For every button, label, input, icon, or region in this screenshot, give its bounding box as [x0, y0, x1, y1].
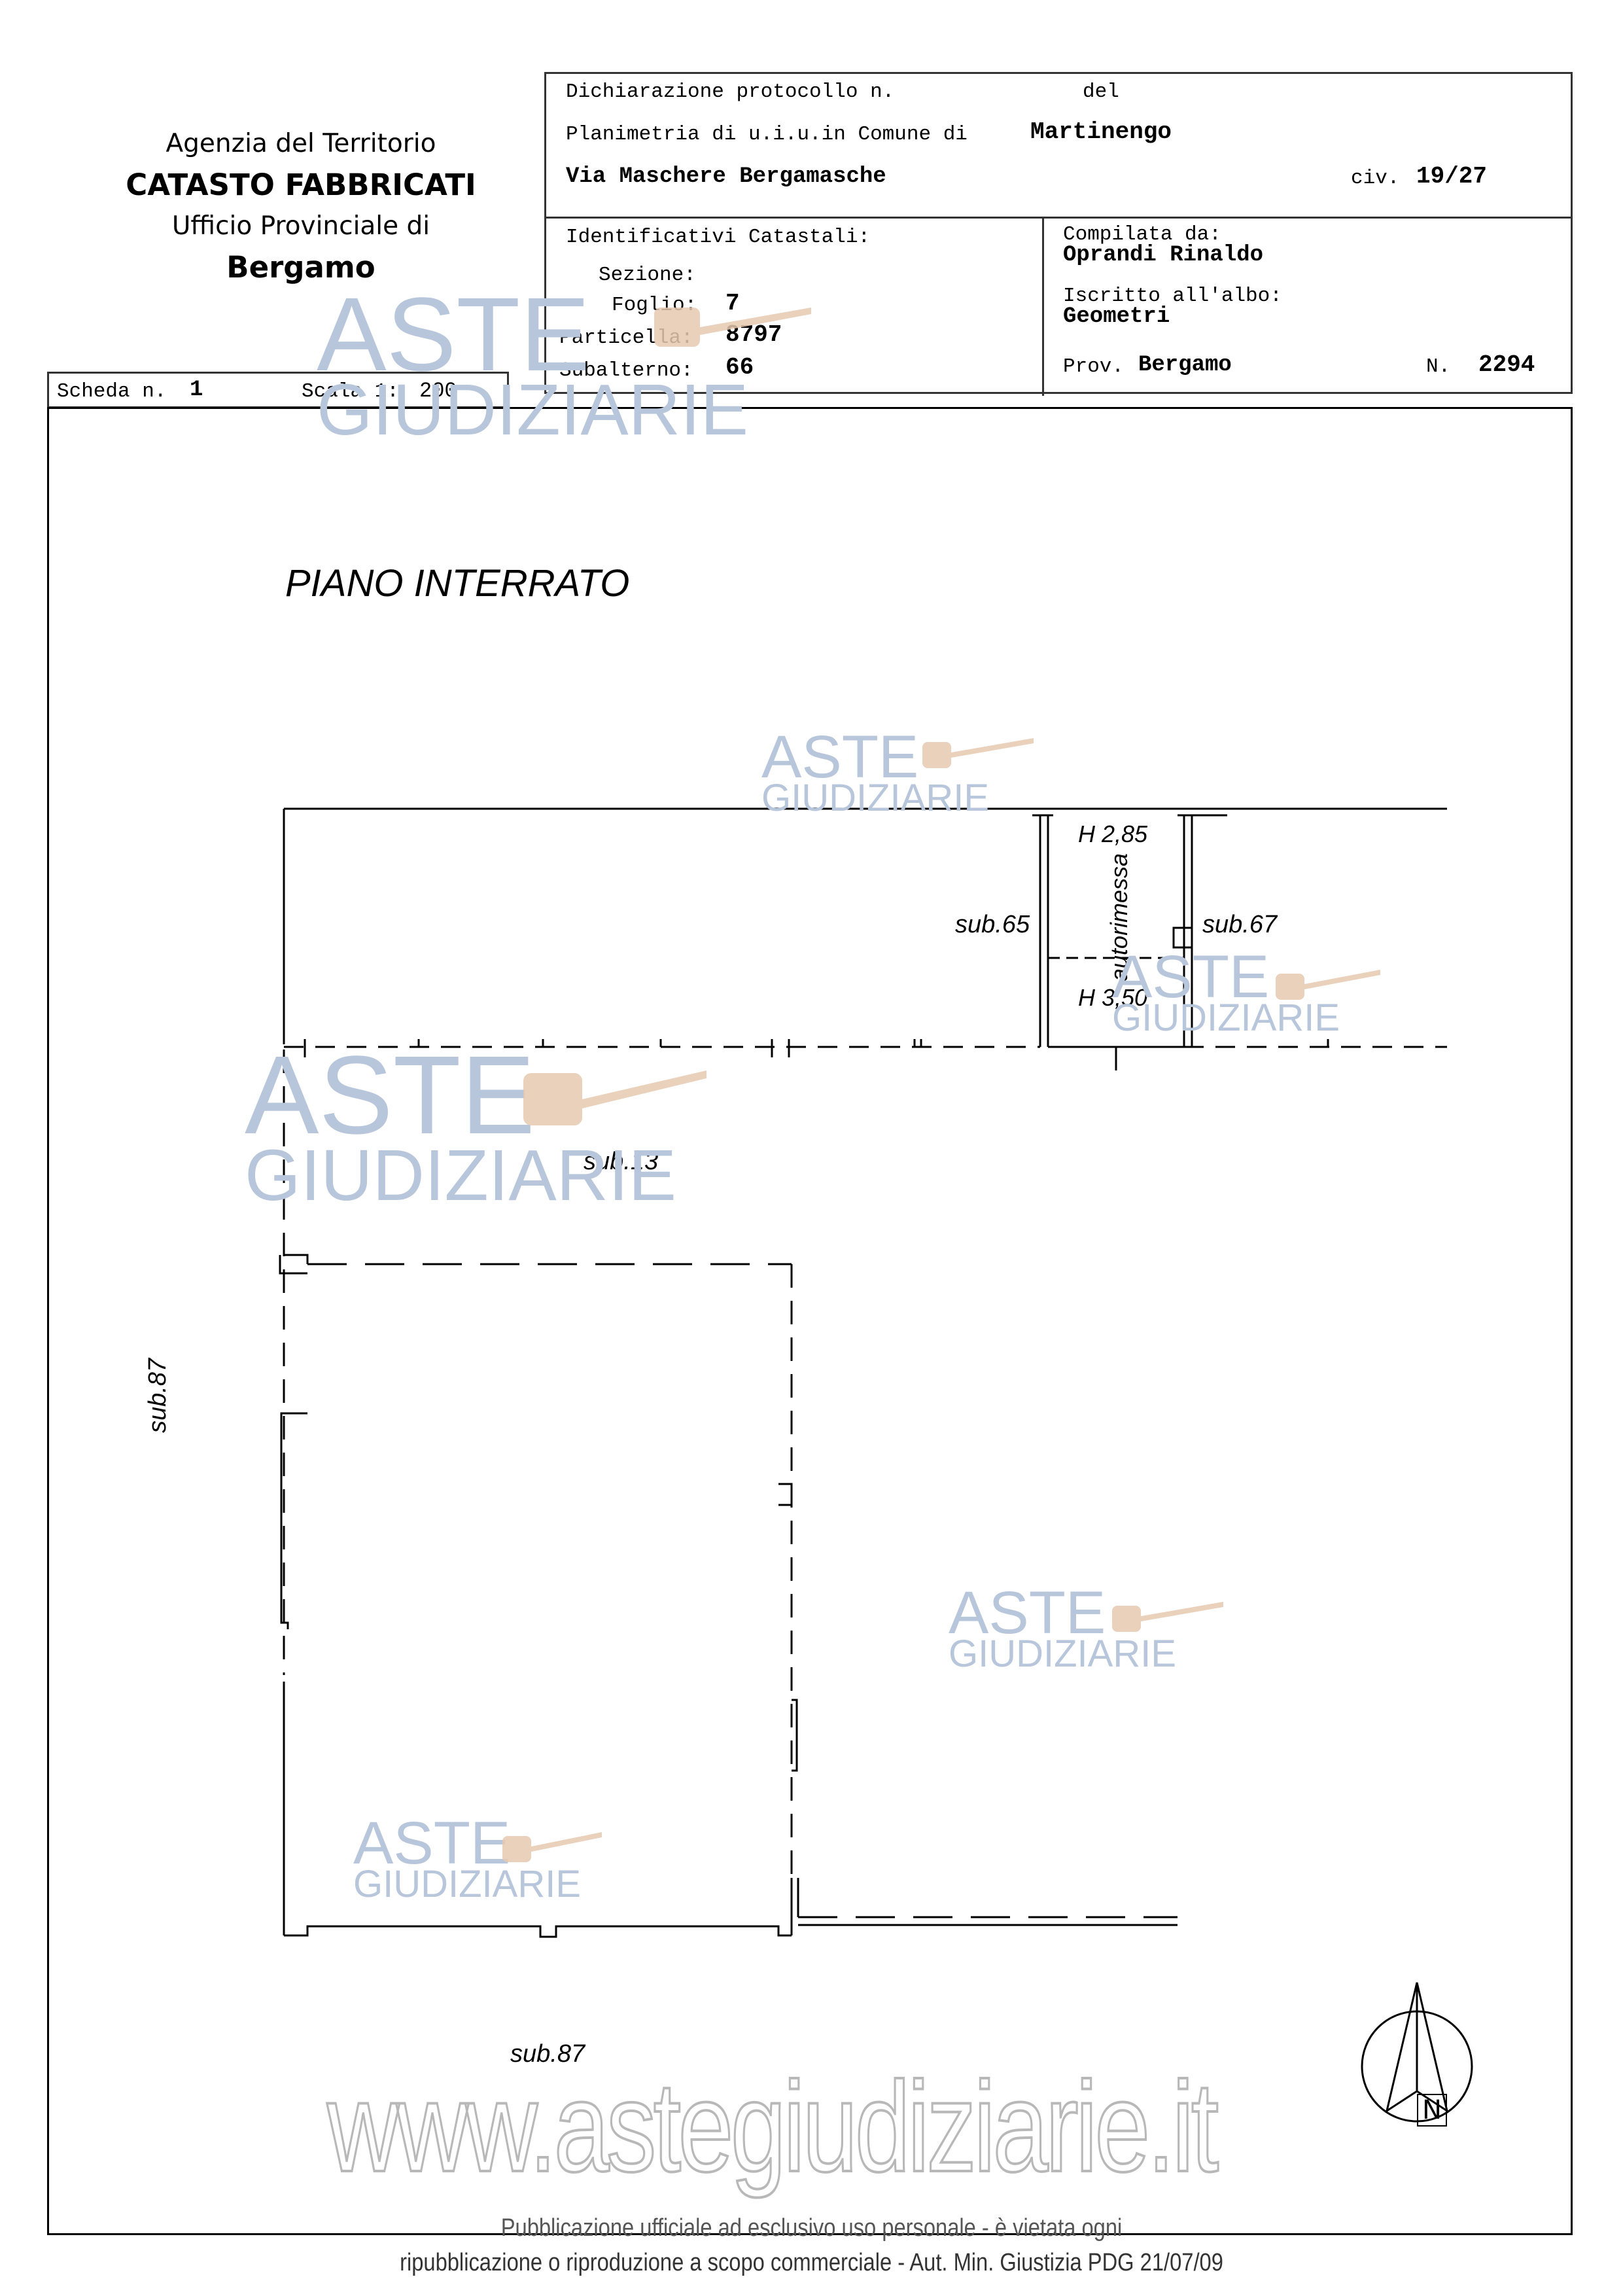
- gavel-handle: [1141, 1602, 1223, 1621]
- watermark-aste: ASTE: [949, 1580, 1106, 1646]
- n-label: N.: [1426, 355, 1451, 378]
- ufficio-label: Ufficio Provinciale di: [171, 211, 430, 241]
- sub13-label: sub.13: [584, 1148, 659, 1175]
- watermark-logo-left: ASTE GIUDIZIARIE: [245, 1033, 677, 1216]
- watermark-logo-top: ASTE GIUDIZIARIE: [317, 275, 749, 450]
- watermark-giudiziarie: GIUDIZIARIE: [1112, 997, 1340, 1039]
- watermark-logo-mid: ASTE GIUDIZIARIE: [761, 724, 1089, 819]
- watermark-logo-bottom: ASTE GIUDIZIARIE: [353, 1810, 628, 1905]
- footer: Pubblicazione ufficiale ad esclusivo uso…: [0, 2212, 1623, 2281]
- wall-right-bumps: [778, 1483, 798, 1772]
- corner-jog: [279, 1254, 309, 1275]
- catasto-title: CATASTO FABBRICATI: [126, 168, 476, 202]
- header-vertical-divider: [1042, 217, 1044, 396]
- gavel-head: [502, 1836, 531, 1862]
- gavel-handle: [1304, 970, 1380, 989]
- scala-value: 200: [419, 379, 457, 403]
- n-value: 2294: [1478, 351, 1535, 378]
- height-top: H 2,85: [1078, 821, 1148, 847]
- north-letter: N: [1417, 2094, 1447, 2127]
- compilata-value: Oprandi Rinaldo: [1063, 243, 1264, 268]
- watermark-aste: ASTE: [317, 275, 590, 393]
- footer-line-1: Pubblicazione ufficiale ad esclusivo uso…: [500, 2214, 1123, 2242]
- watermark-aste: ASTE: [353, 1810, 511, 1877]
- subalterno-label: Subalterno:: [559, 359, 693, 382]
- footer-line-2: ripubblicazione o riproduzione a scopo c…: [400, 2249, 1223, 2276]
- watermark-aste: ASTE: [761, 724, 919, 790]
- protocol-del: del: [1083, 80, 1119, 103]
- gavel-head: [523, 1073, 582, 1125]
- watermark-giudiziarie: GIUDIZIARIE: [949, 1633, 1177, 1675]
- protocol-label: Dichiarazione protocollo n.: [566, 80, 895, 103]
- watermark-aste: ASTE: [1112, 944, 1270, 1010]
- subalterno-value: 66: [725, 354, 754, 381]
- height-bottom: H 3,50: [1078, 984, 1148, 1011]
- prov-value: Bergamo: [1138, 353, 1232, 378]
- albo-value: Geometri: [1063, 304, 1170, 329]
- wall-left-lower: [280, 1412, 307, 1935]
- tick-marks: [304, 1039, 1329, 1057]
- comune-value: Martinengo: [1030, 118, 1172, 145]
- watermark-logo-center: ASTE GIUDIZIARIE: [949, 1580, 1243, 1675]
- gavel-head: [654, 308, 700, 347]
- ufficio-city: Bergamo: [226, 250, 375, 285]
- watermark-giudiziarie: GIUDIZIARIE: [761, 777, 990, 819]
- prov-label: Prov.: [1063, 355, 1125, 378]
- iscritto-label: Iscritto all'albo:: [1063, 285, 1282, 308]
- watermark-giudiziarie: GIUDIZIARIE: [353, 1863, 582, 1905]
- gavel-handle: [582, 1070, 707, 1108]
- watermark-logo-right: ASTE GIUDIZIARIE: [1112, 944, 1406, 1039]
- watermark-url: www.astegiudiziarie.it: [326, 2054, 1219, 2200]
- drawing-frame: [47, 407, 1573, 2235]
- via-value: Via Maschere Bergamasche: [566, 164, 886, 189]
- scheda-label: Scheda n.: [57, 380, 167, 403]
- civ-label: civ.: [1351, 167, 1400, 190]
- sub67-label: sub.67: [1202, 911, 1278, 938]
- header-box: Dichiarazione protocollo n. del Planimet…: [544, 72, 1573, 396]
- identificativi-label: Identificativi Catastali:: [566, 226, 871, 249]
- gavel-handle: [531, 1832, 602, 1852]
- compilata-label: Compilata da:: [1063, 223, 1221, 246]
- civ-value: 19/27: [1416, 163, 1488, 190]
- planimetria-label: Planimetria di u.i.u.in Comune di: [566, 123, 968, 146]
- watermark-giudiziarie: GIUDIZIARIE: [317, 370, 749, 450]
- watermark-aste: ASTE: [245, 1033, 536, 1157]
- scheda-number: 1: [190, 378, 203, 402]
- foglio-value: 7: [725, 290, 740, 317]
- scala-label: Scala 1:: [302, 380, 399, 403]
- watermark-giudiziarie: GIUDIZIARIE: [245, 1135, 677, 1216]
- sezione-label: Sezione:: [599, 264, 696, 287]
- wall-bottom: [284, 1925, 792, 1938]
- gavel-head: [1276, 974, 1304, 1000]
- sub87-bottom-label: sub.87: [510, 2040, 585, 2068]
- floor-title: PIANO INTERRATO: [285, 562, 630, 605]
- gavel-head: [1112, 1606, 1141, 1632]
- sub65-label: sub.65: [955, 911, 1030, 938]
- gavel-head: [922, 742, 951, 768]
- agency-name: Agenzia del Territorio: [166, 129, 436, 158]
- gavel-handle: [700, 308, 811, 335]
- agency-block: Agenzia del Territorio CATASTO FABBRICAT…: [92, 124, 510, 289]
- column: [1172, 927, 1193, 949]
- header-divider: [546, 217, 1571, 219]
- gavel-handle: [951, 738, 1034, 758]
